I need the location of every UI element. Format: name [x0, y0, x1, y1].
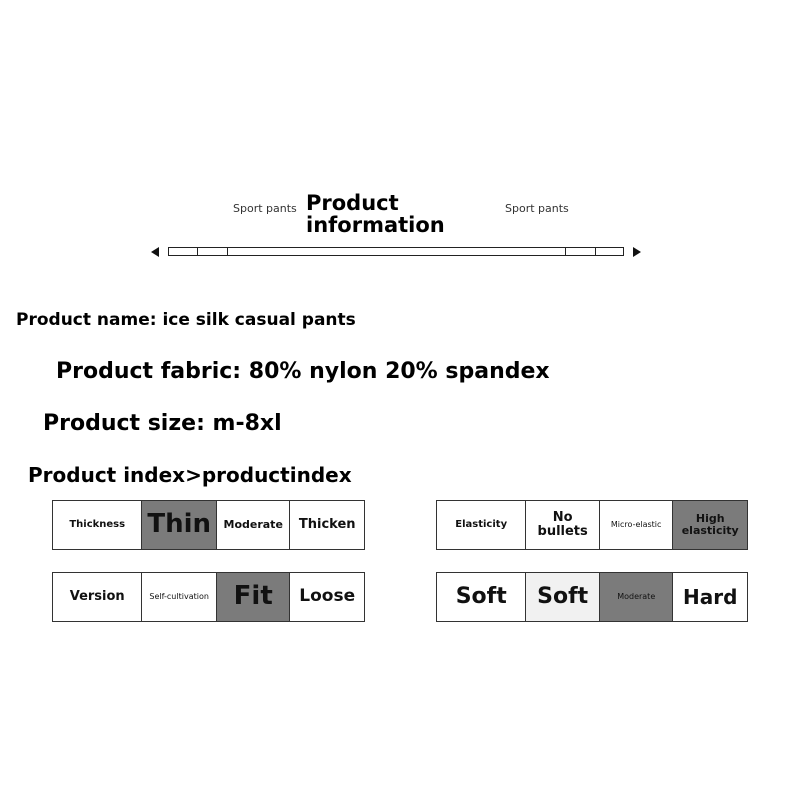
elasticity-option-no-bullets: No bullets [526, 501, 600, 549]
elasticity-header: Elasticity [437, 501, 527, 549]
page-title: Product information [306, 192, 445, 236]
version-option-self-cultivation: Self-cultivation [142, 573, 217, 621]
title-line-1: Product [306, 191, 399, 215]
product-name: Product name: ice silk casual pants [16, 310, 356, 330]
right-category-label: Sport pants [505, 202, 569, 215]
bar-divider [595, 248, 596, 255]
bar-divider [565, 248, 566, 255]
softness-table: Soft Soft Moderate Hard [436, 572, 748, 622]
thickness-option-thin: Thin [142, 501, 217, 549]
title-line-2: information [306, 213, 445, 237]
version-option-fit: Fit [216, 573, 291, 621]
thickness-option-moderate: Moderate [217, 501, 291, 549]
product-size: Product size: m-8xl [43, 411, 282, 436]
bar-divider [227, 248, 228, 255]
arrow-right-icon [633, 247, 641, 257]
softness-option-hard: Hard [683, 584, 738, 609]
version-option-loose: Loose [299, 586, 356, 607]
product-index-heading: Product index>productindex [28, 463, 352, 487]
version-table: Version Self-cultivation Fit Loose [52, 572, 365, 622]
left-category-label: Sport pants [233, 202, 297, 215]
decorative-bar [168, 247, 624, 256]
elasticity-table: Elasticity No bullets Micro-elastic High… [436, 500, 748, 550]
thickness-header: Thickness [53, 501, 143, 549]
elasticity-option-micro-elastic: Micro-elastic [600, 501, 674, 549]
product-fabric: Product fabric: 80% nylon 20% spandex [56, 359, 550, 384]
softness-option-soft: Soft [526, 573, 600, 621]
bar-divider [197, 248, 198, 255]
softness-header: Soft [437, 573, 527, 621]
arrow-left-icon [151, 247, 159, 257]
thickness-option-thicken: Thicken [298, 517, 356, 533]
elasticity-option-high-elasticity: High elasticity [673, 501, 747, 549]
thickness-table: Thickness Thin Moderate Thicken [52, 500, 365, 550]
version-header: Version [53, 573, 143, 621]
softness-option-moderate: Moderate [599, 573, 674, 621]
